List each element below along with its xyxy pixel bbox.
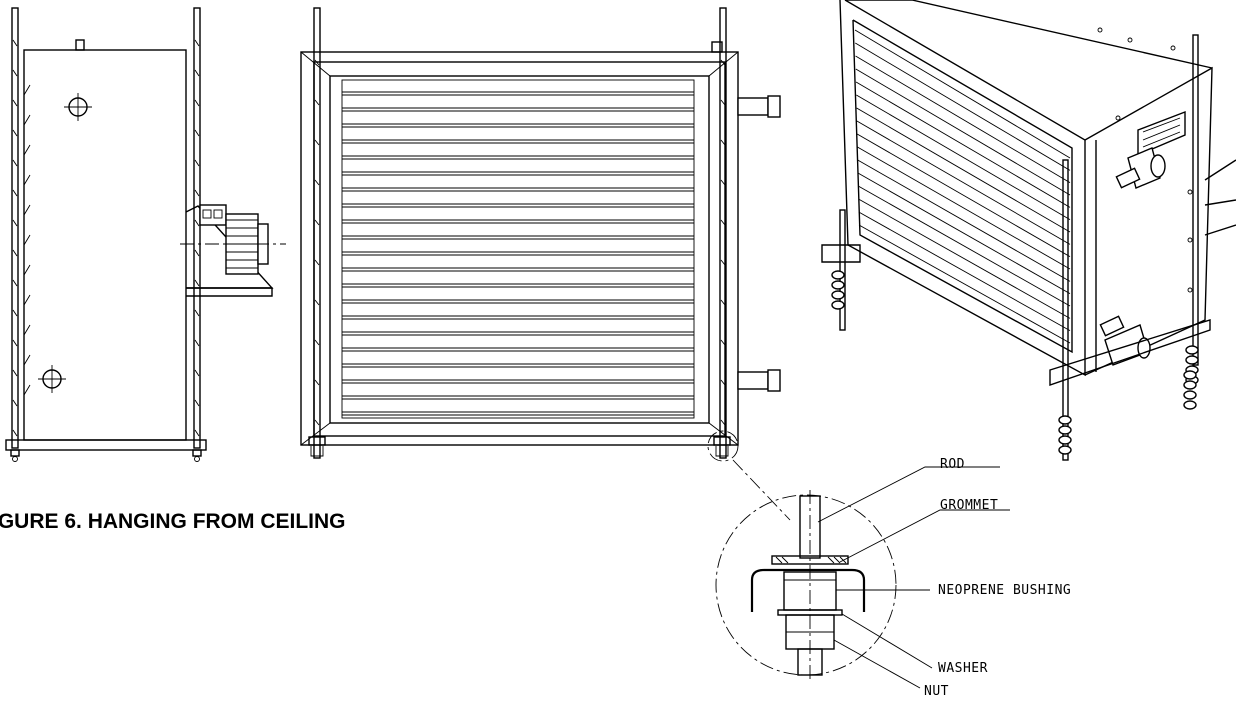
front-view	[300, 7, 781, 462]
leader-nut	[833, 639, 921, 689]
detail-circle	[715, 494, 897, 676]
label-rod: ROD	[940, 457, 965, 472]
louver-blades	[342, 91, 694, 416]
side-cabinet	[23, 49, 187, 441]
side-base-channel	[5, 439, 207, 451]
detail-marker	[707, 430, 739, 462]
detail-grommet	[771, 555, 849, 565]
side-view	[5, 7, 286, 462]
side-left-rod	[11, 7, 19, 449]
detail-view: ROD GROMMET NEOPRENE BUSHING WASHER NUT	[715, 457, 1071, 699]
iso-rod-front	[1062, 159, 1069, 461]
label-neoprene-bushing: NEOPRENE BUSHING	[938, 583, 1071, 598]
isolator-stacks	[831, 270, 1199, 455]
iso-nameplate	[1137, 110, 1186, 157]
front-left-rod	[313, 7, 321, 459]
pipe-stub-bottom	[737, 371, 769, 390]
label-washer: WASHER	[938, 661, 988, 676]
label-nut: NUT	[924, 684, 949, 699]
iso-louvers	[854, 29, 1071, 344]
detail-channel	[750, 568, 866, 612]
iso-rod-left	[839, 209, 846, 331]
front-inner-frame	[329, 75, 710, 424]
leader-washer	[841, 613, 933, 669]
isometric-view	[821, 0, 1236, 461]
front-outer-frame	[300, 51, 739, 446]
figure-title: IGURE 6. HANGING FROM CEILING	[0, 510, 346, 533]
leader-rod	[817, 466, 1000, 523]
leader-grommet	[839, 509, 1010, 563]
pipe-stub-top	[737, 97, 769, 116]
label-grommet: GROMMET	[940, 498, 998, 513]
front-right-rod	[719, 7, 727, 459]
side-right-rod	[193, 7, 201, 449]
iso-rod-rear	[1192, 34, 1199, 366]
